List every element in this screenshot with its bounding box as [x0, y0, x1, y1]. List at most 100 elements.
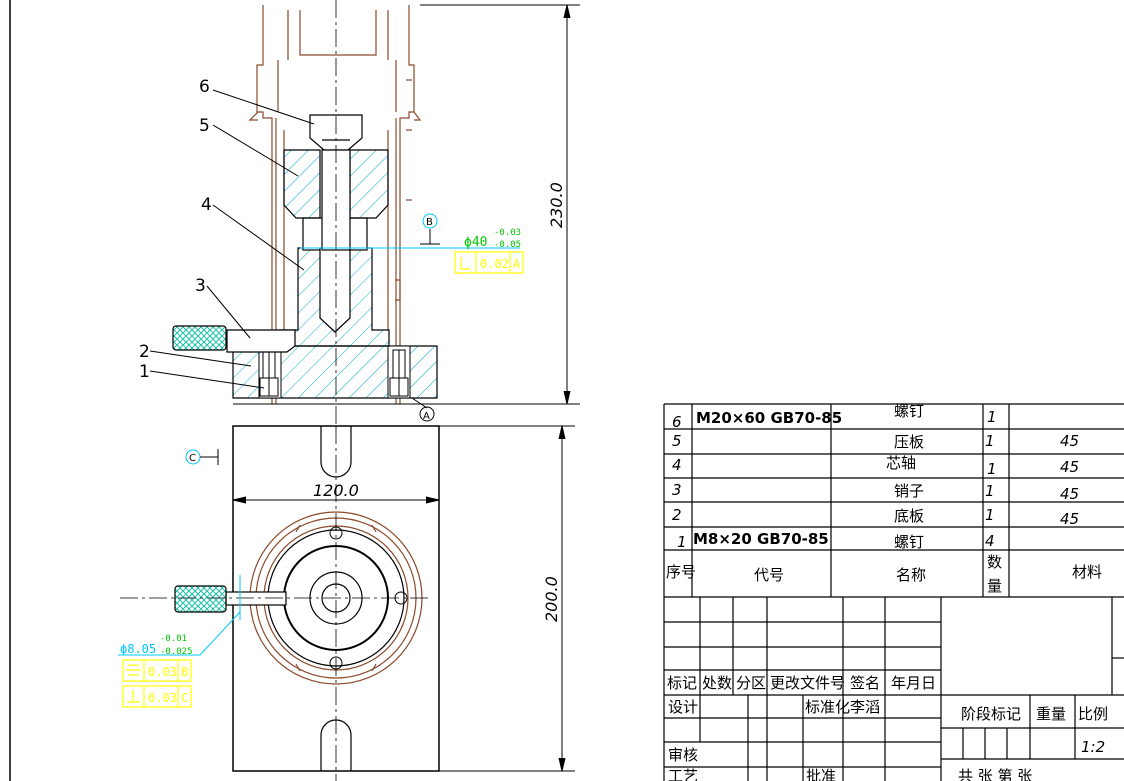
bom-header-name: 名称: [896, 566, 926, 584]
bom-header-material: 材料: [1072, 563, 1102, 581]
base-screw-right: [389, 349, 409, 397]
core-tolerance-frame: [454, 251, 524, 274]
datum-c-label: C: [189, 453, 196, 464]
core-tolerance-value: 0.02: [480, 257, 509, 271]
tb-mark: 标记: [667, 674, 697, 692]
tb-designer: 李滔: [850, 698, 880, 716]
tb-zone: 分区: [736, 674, 766, 692]
bom-row-3: 3 销子 1 45: [672, 481, 1079, 503]
pressure-plate-right: [349, 149, 389, 219]
bom-qty: 4: [985, 532, 995, 550]
bom-name: 压板: [894, 433, 924, 451]
bom-code: M8×20 GB70-85: [693, 530, 829, 548]
pin-sym-tolerance-datum: B: [181, 665, 188, 679]
bom-name: 螺钉: [894, 533, 924, 551]
top-view: 120.0 200.0 C ϕ8.05 -0.01 -0.025: [118, 425, 575, 781]
dimension-length-label: 200.0: [542, 576, 561, 622]
pin-perp-tolerance-frame: [122, 685, 192, 708]
bom-no: 6: [672, 413, 682, 431]
core-diameter-label: ϕ40: [464, 235, 487, 250]
pin-diameter-leader: [199, 611, 241, 656]
tb-sheets: 共 张 第 张: [958, 767, 1032, 781]
pin-sym-tolerance-frame: [122, 659, 192, 682]
bom-name: 螺钉: [894, 402, 924, 420]
bom-qty: 1: [987, 460, 997, 478]
callout-5: 5: [199, 116, 210, 136]
bom-no: 3: [672, 481, 682, 499]
core-tolerance-datum: A: [513, 257, 521, 271]
callout-leaders: [149, 89, 315, 389]
tb-review: 审核: [668, 746, 698, 764]
bom-qty: 1: [985, 432, 995, 450]
core-shaft-bore: [319, 247, 351, 333]
datum-b-label: B: [426, 217, 433, 228]
title-block-grid: [664, 597, 1124, 781]
tb-process: 工艺: [668, 767, 698, 781]
tb-scale-label: 比例: [1078, 705, 1108, 723]
pin-diameter-lower: -0.025: [160, 647, 193, 657]
dimension-width-label: 120.0: [313, 481, 359, 500]
bom-material: 45: [1060, 458, 1079, 476]
bom-name: 芯轴: [886, 454, 916, 472]
locating-pin: [226, 329, 296, 353]
title-block-labels: 标记 处数 分区 更改文件号 签名 年月日 设计 标准化 李滔 阶段标记 重量 …: [667, 674, 1108, 781]
callout-1: 1: [139, 362, 150, 382]
bom-name: 销子: [894, 482, 924, 500]
bom-row-4: 4 芯轴 1 45: [672, 454, 1079, 478]
slot-top: [320, 426, 352, 478]
bom-no: 4: [672, 456, 682, 474]
pin-top-view: [225, 591, 287, 606]
bom-code: M20×60 GB70-85: [696, 409, 842, 427]
bom-header-no: 序号: [666, 563, 696, 581]
bom-row-5: 5 压板 1 45: [672, 432, 1079, 451]
tb-count: 处数: [702, 674, 732, 692]
tb-sign: 签名: [850, 674, 880, 692]
bom-name: 底板: [894, 507, 924, 525]
bom-no: 5: [672, 432, 682, 450]
machine-housing: [248, 5, 422, 404]
bom-header-qty-2: 量: [987, 577, 1002, 595]
bom-header-qty-1: 数: [987, 553, 1002, 571]
tb-standard: 标准化: [805, 698, 850, 716]
bom-row-1: 1 M8×20 GB70-85 螺钉 4: [677, 530, 995, 551]
core-diameter-upper: -0.03: [494, 228, 521, 238]
bom-header: 序号 代号 名称 数 量 材料: [666, 553, 1102, 595]
bom-material: 45: [1060, 485, 1079, 503]
datum-a-symbol: [419, 406, 435, 422]
pin-diameter-upper: -0.01: [160, 634, 187, 644]
bom-no: 2: [672, 506, 682, 524]
pin-diameter-label: ϕ8.05: [120, 642, 156, 656]
bom-qty: 1: [985, 482, 995, 500]
pin-knurled-handle: [172, 325, 227, 351]
bom-row-6: 6 M20×60 GB70-85 螺钉 1: [672, 402, 997, 431]
front-view: 6 5 4 3 2 1 A 230.0 ϕ40 -0.03 -0.05 0.02: [139, 0, 580, 425]
callout-4: 4: [201, 195, 212, 215]
bom-material: 45: [1060, 432, 1079, 450]
bom-header-code: 代号: [754, 566, 784, 584]
bom-row-2: 2 底板 1 45: [672, 506, 1079, 528]
datum-b-symbol: [422, 213, 438, 229]
tb-weight: 重量: [1036, 705, 1066, 723]
tb-design: 设计: [668, 698, 698, 716]
callout-3: 3: [195, 276, 206, 296]
bom-table: [663, 403, 1124, 781]
pin-sym-tolerance-value: 0.03: [148, 665, 177, 679]
pin-handle-top-view: [174, 585, 227, 613]
dimension-width: [232, 496, 440, 504]
tb-date: 年月日: [891, 674, 936, 692]
tb-stage: 阶段标记: [961, 705, 1021, 723]
dimension-length: [439, 425, 575, 772]
tb-doc: 更改文件号: [770, 674, 845, 692]
pin-perp-tolerance-datum: C: [181, 691, 188, 705]
housing-notches: [295, 524, 377, 672]
tb-approve: 批准: [806, 767, 836, 781]
pressure-plate-left: [283, 149, 321, 219]
pin-perp-tolerance-value: 0.03: [148, 691, 177, 705]
datum-a-label: A: [423, 411, 430, 422]
callout-6: 6: [199, 77, 210, 97]
dimension-height: [420, 4, 580, 405]
bom-qty: 1: [987, 408, 997, 426]
bom-no: 1: [677, 533, 687, 551]
bom-material: 45: [1060, 510, 1079, 528]
